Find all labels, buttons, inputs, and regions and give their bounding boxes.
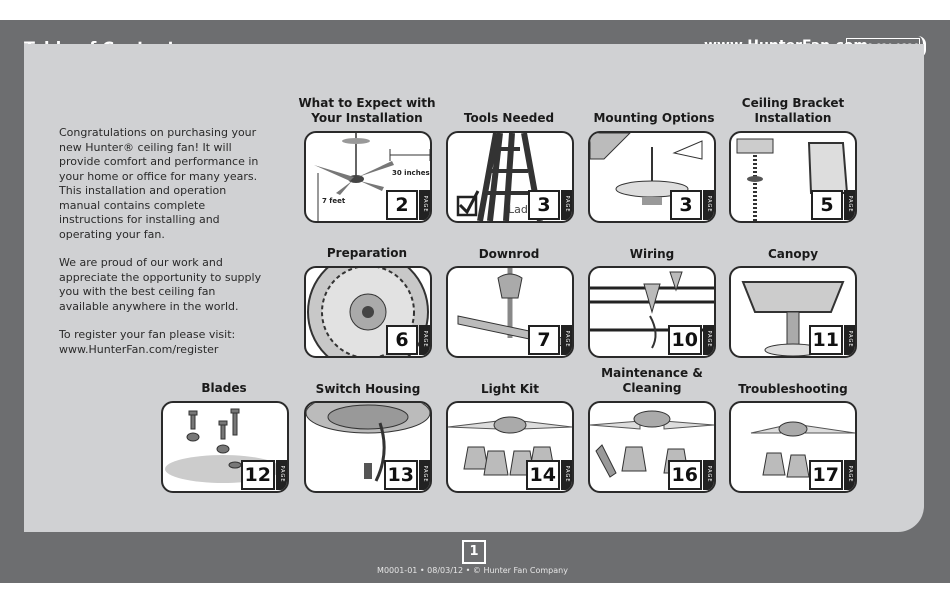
page-tag: PAGE bbox=[561, 460, 572, 490]
section-card-maintenance[interactable]: 16 PAGE bbox=[588, 401, 716, 493]
section-card-preparation[interactable]: 6 PAGE bbox=[304, 266, 432, 358]
page-tag: PAGE bbox=[844, 460, 855, 490]
page-number-badge: 14 bbox=[525, 460, 560, 490]
section-card-canopy[interactable]: 11 PAGE bbox=[729, 266, 857, 358]
dimension-label-30-inches: 30 inches bbox=[392, 169, 430, 177]
section-card-mounting-options[interactable]: 3 PAGE bbox=[588, 131, 716, 223]
intro-paragraph-1: Congratulations on purchasing your new H… bbox=[59, 126, 259, 241]
dimension-label-7-feet: 7 feet bbox=[322, 197, 346, 205]
page-number-badge: 12 bbox=[240, 460, 275, 490]
troubleshooting-illustration bbox=[750, 421, 855, 478]
cleaning-illustration bbox=[590, 410, 714, 478]
page-number-badge: 17 bbox=[808, 460, 843, 490]
section-card-light-kit[interactable]: 14 PAGE bbox=[446, 401, 574, 493]
section-title-switch-housing: Switch Housing bbox=[315, 382, 421, 396]
section-title-maintenance: Maintenance & Cleaning bbox=[601, 366, 703, 395]
page-tag: PAGE bbox=[703, 325, 714, 355]
page-number: 1 bbox=[462, 540, 486, 564]
page-number-badge: 5 bbox=[811, 190, 843, 220]
page-number-badge: 16 bbox=[667, 460, 702, 490]
page-number-badge: 10 bbox=[667, 325, 702, 355]
intro-paragraph-3: To register your fan please visit: www.H… bbox=[59, 328, 236, 356]
page-number-badge: 3 bbox=[670, 190, 702, 220]
ladder-icon bbox=[456, 133, 543, 221]
section-card-switch-housing[interactable]: 13 PAGE bbox=[304, 401, 432, 493]
section-title-ceiling-bracket: Ceiling Bracket Installation bbox=[741, 96, 845, 125]
page-tag: PAGE bbox=[844, 325, 855, 355]
section-card-wiring[interactable]: 10 PAGE bbox=[588, 266, 716, 358]
switch-housing-illustration bbox=[306, 403, 430, 482]
page-tag: PAGE bbox=[419, 460, 430, 490]
page-tag: PAGE bbox=[419, 190, 430, 220]
page-tag: PAGE bbox=[703, 460, 714, 490]
page-tag: PAGE bbox=[703, 190, 714, 220]
section-card-what-to-expect[interactable]: 30 inches 7 feet 2 PAGE bbox=[304, 131, 432, 223]
page-tag: PAGE bbox=[561, 325, 572, 355]
intro-paragraph-2: We are proud of our work and appreciate … bbox=[59, 256, 262, 313]
section-card-downrod[interactable]: 7 PAGE bbox=[446, 266, 574, 358]
section-title-light-kit: Light Kit bbox=[481, 382, 539, 396]
page-tag: PAGE bbox=[276, 460, 287, 490]
section-card-tools-needed[interactable]: Ladder 3 PAGE bbox=[446, 131, 574, 223]
ceiling-bracket-illustration bbox=[736, 138, 849, 221]
section-title-blades: Blades bbox=[201, 381, 247, 395]
page-tag: PAGE bbox=[844, 190, 855, 220]
section-title-preparation: Preparation bbox=[326, 246, 408, 260]
section-title-downrod: Downrod bbox=[478, 247, 540, 261]
section-title-what-to-expect: What to Expect with Your Installation bbox=[298, 96, 436, 125]
section-title-tools-needed: Tools Needed bbox=[463, 111, 555, 125]
page-number-badge: 11 bbox=[808, 325, 843, 355]
canopy-illustration bbox=[741, 281, 845, 356]
page-tag: PAGE bbox=[561, 190, 572, 220]
section-card-blades[interactable]: 12 PAGE bbox=[161, 401, 289, 493]
page-number-badge: 13 bbox=[383, 460, 418, 490]
section-title-mounting-options: Mounting Options bbox=[593, 111, 715, 125]
intro-text: Congratulations on purchasing your new H… bbox=[59, 126, 264, 371]
section-title-wiring: Wiring bbox=[629, 247, 675, 261]
section-title-canopy: Canopy bbox=[767, 247, 819, 261]
page-number-badge: 3 bbox=[528, 190, 560, 220]
section-title-troubleshooting: Troubleshooting bbox=[738, 382, 848, 396]
section-card-ceiling-bracket[interactable]: 5 PAGE bbox=[729, 131, 857, 223]
page-tag: PAGE bbox=[419, 325, 430, 355]
page-number-badge: 6 bbox=[386, 325, 418, 355]
page-number-badge: 7 bbox=[528, 325, 560, 355]
footer-text: M0001-01 • 08/03/12 • © Hunter Fan Compa… bbox=[377, 566, 568, 575]
page-number-badge: 2 bbox=[386, 190, 418, 220]
fan-dimensions-illustration bbox=[314, 133, 430, 221]
section-card-troubleshooting[interactable]: 17 PAGE bbox=[729, 401, 857, 493]
